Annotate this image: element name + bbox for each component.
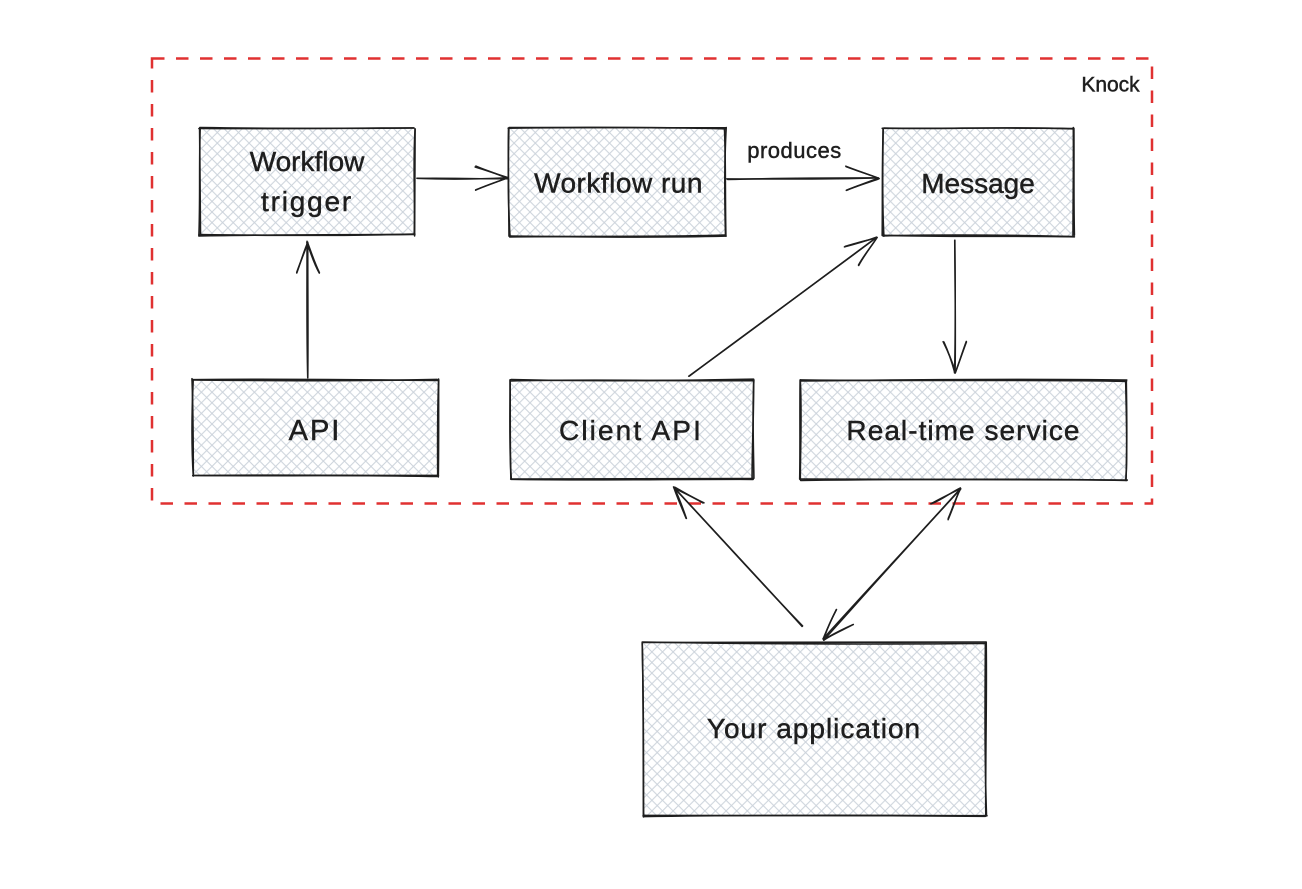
svg-text:Real-time service: Real-time service xyxy=(846,415,1080,446)
svg-text:Workflow: Workflow xyxy=(250,146,365,177)
svg-text:Knock: Knock xyxy=(1081,74,1140,97)
svg-text:Message: Message xyxy=(921,168,1035,199)
svg-text:API: API xyxy=(289,415,342,447)
svg-text:Your application: Your application xyxy=(707,713,921,744)
svg-text:trigger: trigger xyxy=(261,186,353,217)
svg-text:Client API: Client API xyxy=(559,415,703,446)
svg-text:Workflow run: Workflow run xyxy=(534,168,703,199)
svg-text:produces: produces xyxy=(747,138,842,163)
